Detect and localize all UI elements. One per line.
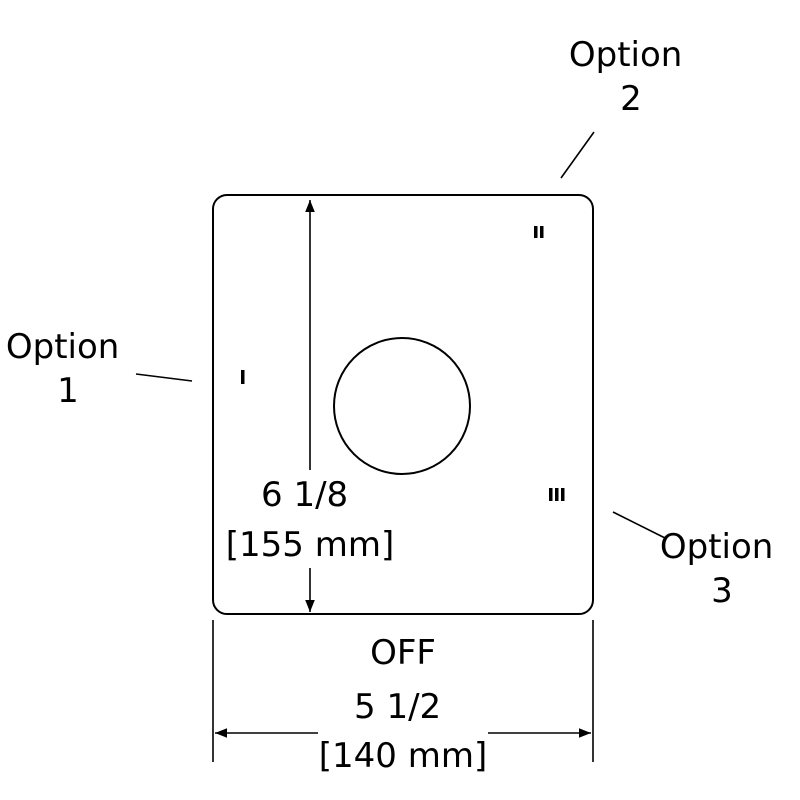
option2-leader xyxy=(560,131,595,179)
center-hole xyxy=(333,337,471,475)
off-label: OFF xyxy=(370,633,436,673)
width-dimension-label: 5 1/2 [140 mm] xyxy=(319,687,487,776)
plate-outline xyxy=(212,194,594,615)
position-mark-1 xyxy=(241,370,245,384)
option1-label: Option 1 xyxy=(6,327,130,411)
position-mark-2 xyxy=(534,226,544,238)
position-mark-3 xyxy=(549,488,565,501)
option2-label: Option 2 xyxy=(569,35,693,119)
height-dimension-label: 6 1/8 [155 mm] xyxy=(226,475,394,565)
option3-label: Option 3 xyxy=(660,527,784,611)
option1-leader xyxy=(135,373,193,382)
option3-leader xyxy=(612,511,666,539)
